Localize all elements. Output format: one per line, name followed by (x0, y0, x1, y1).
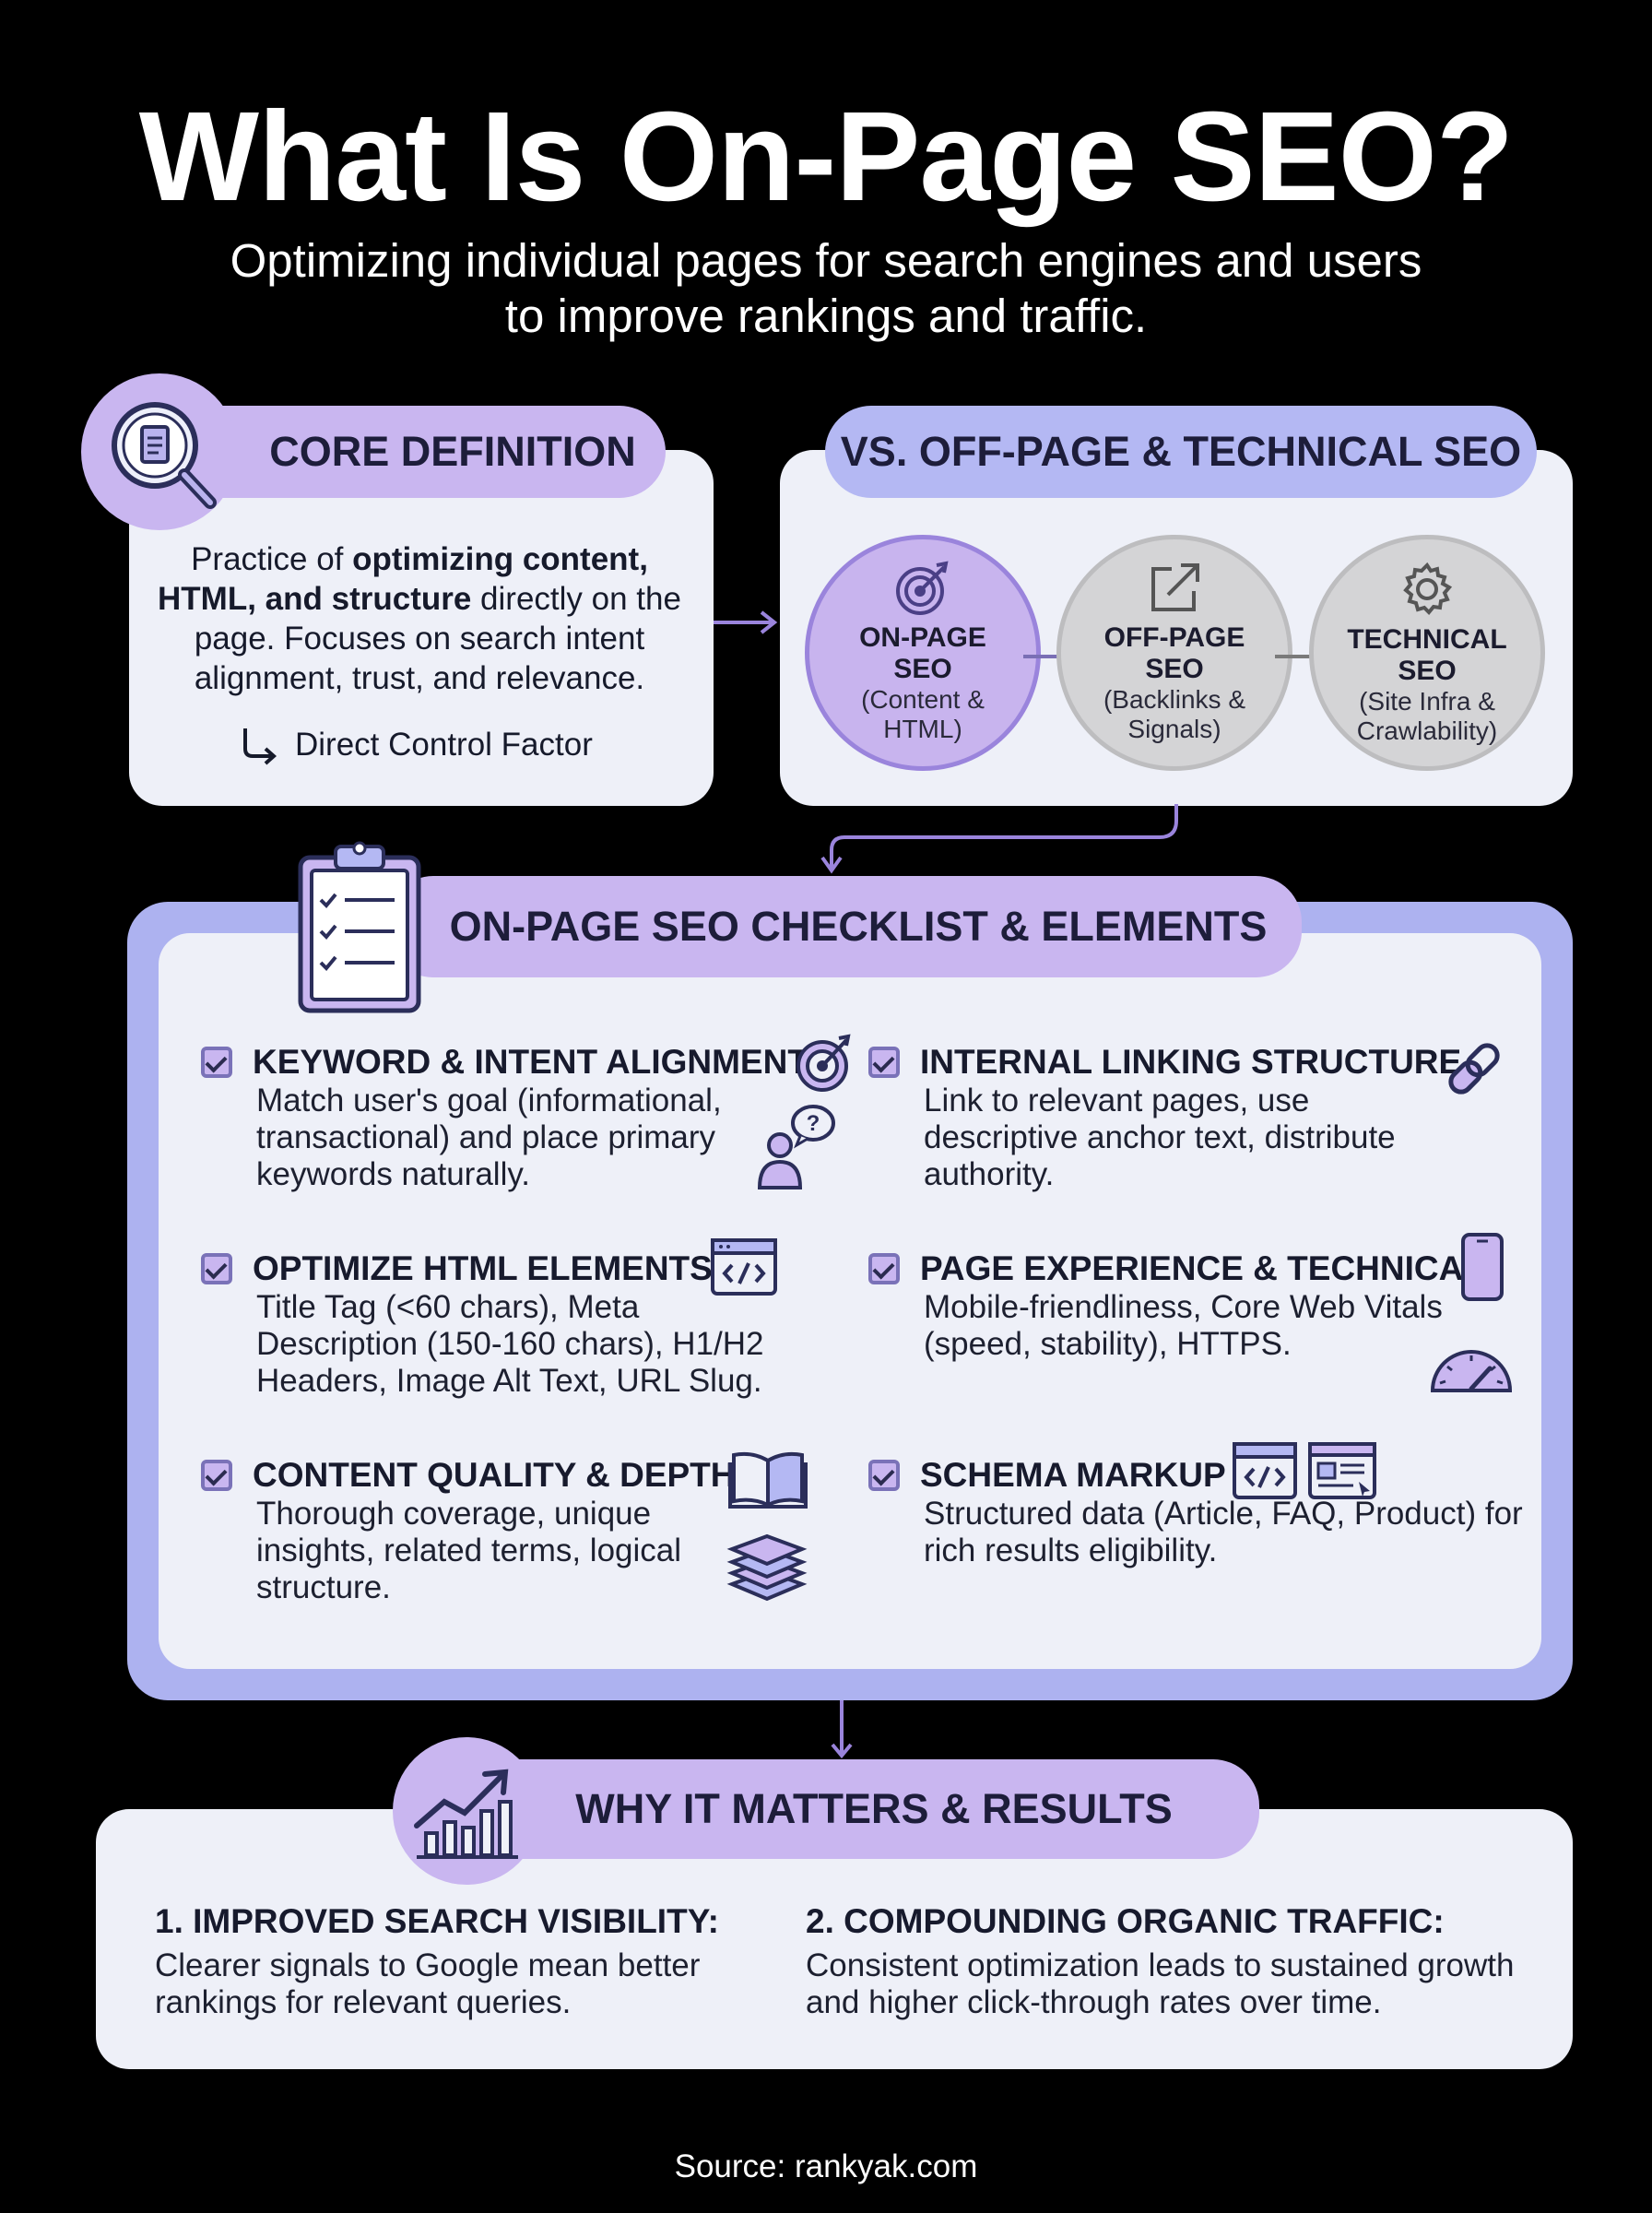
core-definition-card (129, 450, 714, 806)
code-window-icon (711, 1238, 777, 1296)
off-page-seo-title: OFF-PAGE SEO (1103, 622, 1245, 684)
core-definition-text: Practice of optimizing content, HTML, an… (158, 541, 681, 696)
checklist-title: ON-PAGE SEO CHECKLIST & ELEMENTS (449, 903, 1268, 950)
technical-seo-title: TECHNICAL SEO (1347, 624, 1507, 686)
off-page-seo-circle: OFF-PAGE SEO (Backlinks & Signals) (1056, 535, 1292, 771)
on-page-seo-circle: ON-PAGE SEO (Content & HTML) (805, 535, 1041, 771)
checklist-pill: ON-PAGE SEO CHECKLIST & ELEMENTS (387, 876, 1302, 977)
target-icon (896, 561, 949, 615)
technical-seo-subtitle: (Site Infra & Crawlability) (1356, 687, 1498, 745)
technical-seo-circle: TECHNICAL SEO (Site Infra & Crawlability… (1309, 535, 1545, 771)
direct-control-factor: Direct Control Factor (238, 725, 593, 765)
page-title: What Is On-Page SEO? (138, 86, 1515, 228)
connector-arrow-right (714, 610, 778, 634)
external-link-icon (1151, 563, 1199, 611)
svg-text:?: ? (807, 1111, 820, 1136)
why-point-visibility: 1. IMPROVED SEARCH VISIBILITY: Clearer s… (155, 1902, 719, 2020)
return-arrow-icon (243, 728, 277, 765)
checklist-item-keyword-intent: KEYWORD & INTENT ALIGNMENT Match user's … (201, 1042, 837, 1193)
checkbox-checked[interactable] (201, 1460, 232, 1491)
checklist-item-content-quality: CONTENT QUALITY & DEPTH Thorough coverag… (201, 1455, 837, 1606)
user-question-icon: ? (757, 1105, 835, 1189)
connector-arrow-down-2 (831, 1700, 853, 1759)
page-subtitle: Optimizing individual pages for search e… (230, 234, 1422, 342)
magnifier-document-icon (81, 373, 238, 530)
target-icon (796, 1034, 851, 1092)
checklist-item-schema-markup: SCHEMA MARKUP Structured data (Article, … (868, 1455, 1532, 1569)
checklist-item-internal-linking: INTERNAL LINKING STRUCTURE Link to relev… (868, 1042, 1532, 1193)
checkbox-checked[interactable] (868, 1253, 900, 1284)
why-point-traffic: 2. COMPOUNDING ORGANIC TRAFFIC: Consiste… (806, 1902, 1515, 2020)
checkbox-checked[interactable] (201, 1047, 232, 1078)
open-book-icon (728, 1451, 808, 1509)
layers-icon (726, 1533, 808, 1602)
on-page-seo-title: ON-PAGE SEO (859, 622, 986, 684)
checklist-item-page-experience: PAGE EXPERIENCE & TECHNICAL Mobile-frien… (868, 1249, 1532, 1363)
source-credit: Source: rankyak.com (674, 2148, 978, 2184)
code-window-icon (1233, 1442, 1297, 1499)
off-page-seo-subtitle: (Backlinks & Signals) (1103, 685, 1246, 743)
speedometer-icon (1430, 1350, 1513, 1392)
growth-chart-icon (393, 1737, 540, 1885)
checklist-item-html-elements: OPTIMIZE HTML ELEMENTS Title Tag (<60 ch… (201, 1249, 837, 1400)
why-pill: WHY IT MATTERS & RESULTS (461, 1759, 1259, 1859)
rich-result-icon (1308, 1442, 1376, 1499)
checkbox-checked[interactable] (868, 1047, 900, 1078)
connector-arrow-down-1 (820, 804, 1178, 874)
comparison-title: VS. OFF-PAGE & TECHNICAL SEO (840, 428, 1522, 475)
on-page-seo-subtitle: (Content & HTML) (861, 685, 985, 743)
checkbox-checked[interactable] (201, 1253, 232, 1284)
core-definition-title: CORE DEFINITION (269, 428, 636, 475)
chain-link-icon (1448, 1043, 1500, 1095)
comparison-pill: VS. OFF-PAGE & TECHNICAL SEO (825, 406, 1537, 498)
mobile-phone-icon (1461, 1233, 1504, 1301)
checklist-card (159, 933, 1541, 1669)
clipboard-checklist-icon (295, 839, 424, 1019)
checkbox-checked[interactable] (868, 1460, 900, 1491)
core-definition-pill: CORE DEFINITION (157, 406, 666, 498)
why-title: WHY IT MATTERS & RESULTS (575, 1785, 1173, 1832)
gear-icon (1403, 562, 1453, 615)
